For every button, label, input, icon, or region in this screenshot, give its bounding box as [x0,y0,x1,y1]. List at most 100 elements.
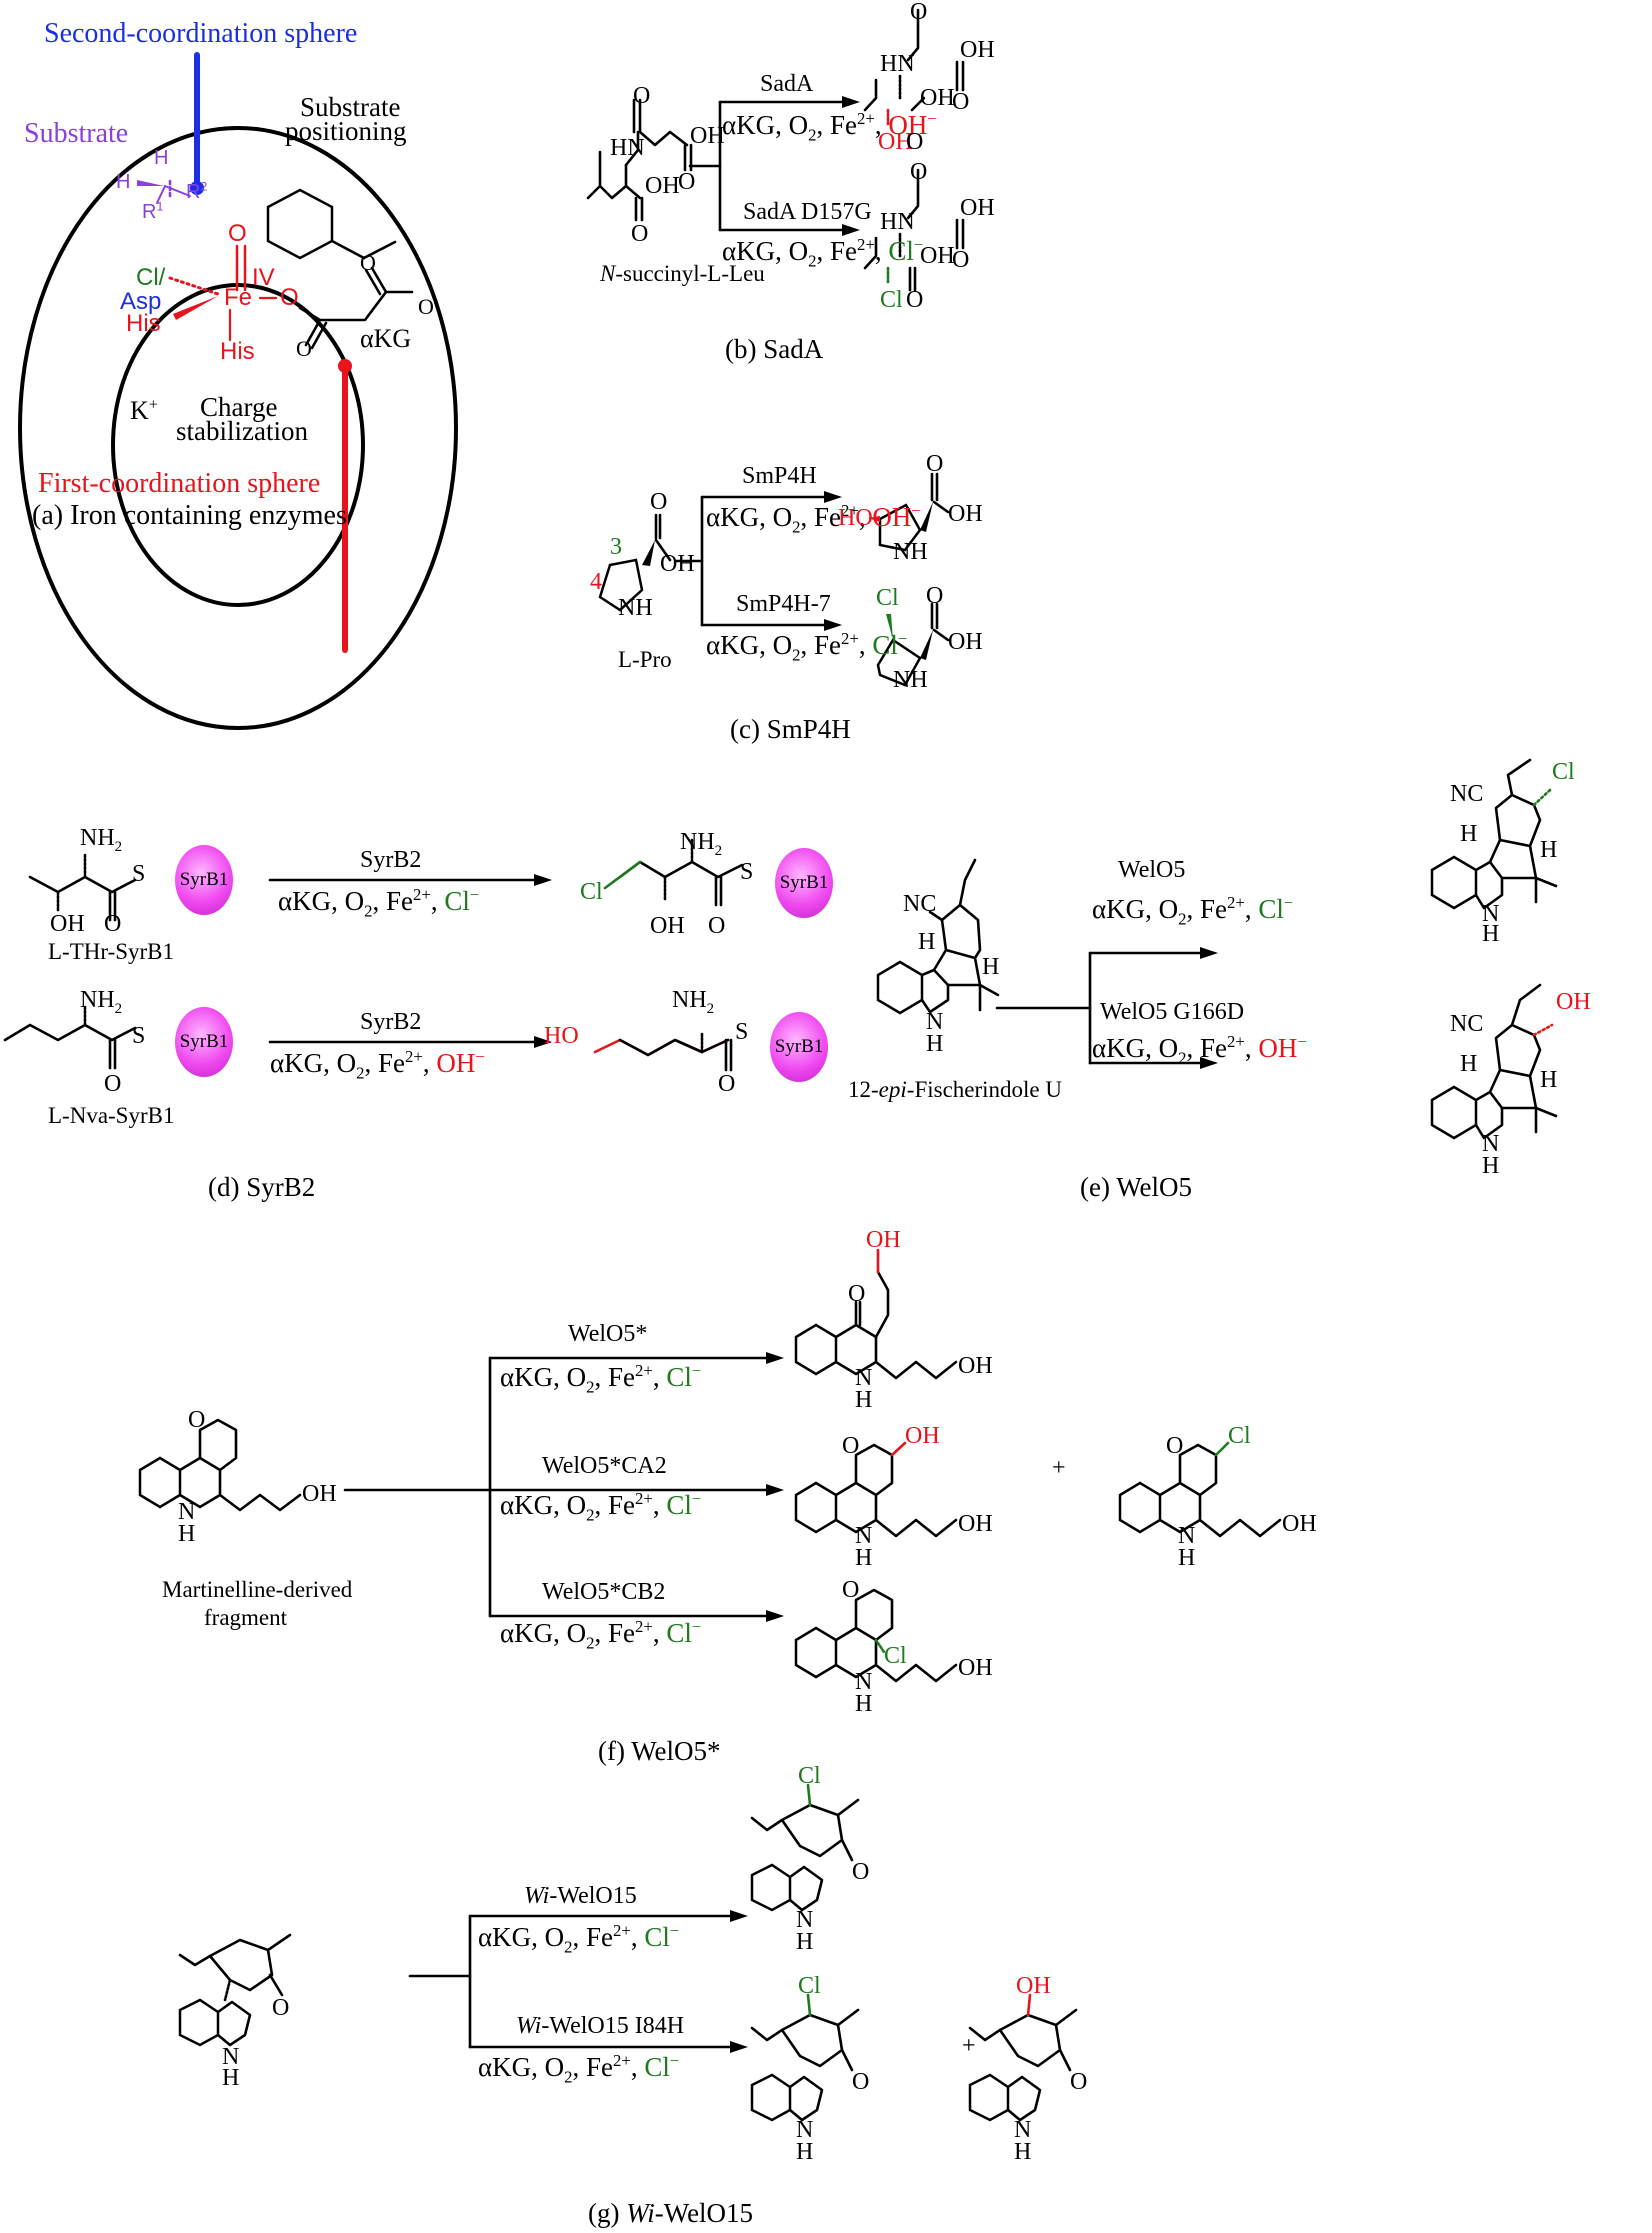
prod-d2-nh2: NH2 [672,987,715,1017]
panel-g-caption: (g) Wi-WelO15 [588,2198,754,2228]
sub-f-name-line2: fragment [204,1605,288,1630]
position-3-label: 3 [610,534,622,560]
plus-sign-f: + [1052,1455,1066,1481]
prod-e2-h-beta: H [1540,1067,1558,1093]
prod-f2-n: N [855,1523,873,1549]
prod-c2-chloro: Cl [876,585,899,611]
sub-d1-oh: OH [50,911,85,937]
reaction-g1-enzyme: Wi-WelO15 [524,1883,637,1909]
prod-d2-s: S [735,1019,749,1045]
prod-b2-o-mid: O [952,247,970,273]
side-g-n: N [1014,2117,1032,2143]
sub-f-n: N [178,1499,196,1525]
reaction-c1-conditions: αKG, O2, Fe2+, OH− [706,501,921,537]
side-f-chloro: Cl [1228,1423,1251,1449]
bridging-oxygen: O [280,284,299,311]
plus-sign-g: + [962,2033,976,2059]
sub-d2-s: S [132,1023,146,1049]
reaction-f3-conditions: αKG, O2, Fe2+, Cl− [500,1617,702,1653]
reaction-d2-conditions: αKG, O2, Fe2+, OH− [270,1047,485,1083]
sub-e-nh-h: H [926,1031,944,1057]
prod-d2-hydroxyl: HO [544,1023,579,1049]
prod-d2-carrier-protein: SyrB1 [770,1012,828,1082]
reaction-c2-conditions: αKG, O2, Fe2+, Cl− [706,629,908,665]
reaction-b1-conditions: αKG, O2, Fe2+, OH− [722,109,937,145]
charge-stabilization-line1: Charge [200,392,278,422]
prod-f1-ketone-o: O [848,1281,866,1307]
sub-e-h-alpha: H [918,929,936,955]
prod-b1-o-mid: O [952,89,970,115]
prod-g1-chloro: Cl [798,1763,821,1789]
prod-f2-h: H [855,1545,873,1571]
sub-e-h-beta: H [982,954,1000,980]
charge-stabilization-line2: stabilization [176,416,308,446]
prod-e1-nh-h: H [1482,921,1500,947]
prod-e1-h-beta: H [1540,837,1558,863]
prod-f3-n: N [855,1669,873,1695]
prod-b1-oh-acid: OH [920,85,955,111]
prod-d1-carrier-protein: SyrB1 [775,848,833,918]
chloride-ligand: Cl/ [136,264,166,291]
prod-c1-o: O [926,451,944,477]
prod-c1-nh: NH [893,539,928,565]
reaction-d2-enzyme: SyrB2 [360,1009,422,1035]
prod-b2-chloro: Cl [880,287,903,313]
prod-c1-oh: OH [948,501,983,527]
akg-o-right: O [418,294,434,319]
prod-f1-n: N [855,1365,873,1391]
sub-b-o-top: O [633,83,651,109]
prod-g2-h: H [796,2139,814,2165]
akg-o-top: O [360,250,376,275]
prod-g2-chloro: Cl [798,1973,821,1999]
reaction-f1-enzyme: WelO5* [568,1321,648,1347]
sub-d2-nh2: NH2 [80,987,123,1017]
sub-d1-nh2: NH2 [80,825,123,855]
panel-f-caption: (f) WelO5* [598,1736,721,1766]
oxo-atom: O [228,220,247,247]
first-coordination-sphere-label: First-coordination sphere [38,468,321,499]
sub-d1-o: O [104,911,122,937]
prod-b2-oh-acid: OH [920,243,955,269]
prod-e2-n: N [1482,1131,1500,1157]
sub-d1-carrier-protein: SyrB1 [175,845,233,915]
oxidation-state-label: IV [252,264,275,291]
sub-b-oh-2: OH [645,173,680,199]
prod-c2-o: O [926,583,944,609]
prod-d1-s: S [740,859,754,885]
reaction-f1-conditions: αKG, O2, Fe2+, Cl− [500,1361,702,1397]
prod-d2-o: O [718,1071,736,1097]
prod-e1-nc: NC [1450,781,1484,807]
histidine-ligand-2: His [220,338,255,365]
aspartate-ligand: Asp [120,288,162,315]
sub-b-name: N-succinyl-L-Leu [600,261,765,286]
substrate-positioning-label-line2: positioning [285,116,407,146]
sub-e-nc: NC [903,891,937,917]
akg-o-bottom: O [296,336,312,361]
histidine-ligand-1: His [126,310,161,337]
prod-g2-n: N [796,2117,814,2143]
reaction-b1-enzyme: SadA [760,71,814,97]
prod-e2-nc: NC [1450,1011,1484,1037]
reaction-d1-enzyme: SyrB2 [360,847,422,873]
sub-c-oh: OH [660,551,695,577]
sub-g-n: N [222,2044,240,2070]
sub-f-oh: OH [302,1481,337,1507]
reaction-f2-conditions: αKG, O2, Fe2+, Cl− [500,1489,702,1525]
substrate-r2: R2 [186,179,208,203]
prod-c1-hydroxyl: HO [838,505,873,531]
prod-f3-o: O [842,1577,860,1603]
sub-b-oh-1: OH [690,123,725,149]
panel-c-caption: (c) SmP4H [730,714,851,744]
reaction-b2-enzyme: SadA D157G [743,199,872,225]
prod-f2-oh: OH [958,1511,993,1537]
prod-b2-o-top: O [910,159,928,185]
akg-label: αKG [360,324,412,353]
sub-d2-o: O [104,1071,122,1097]
panel-e-caption: (e) WelO5 [1080,1172,1193,1202]
prod-f1-hydroxyl: OH [866,1227,901,1253]
